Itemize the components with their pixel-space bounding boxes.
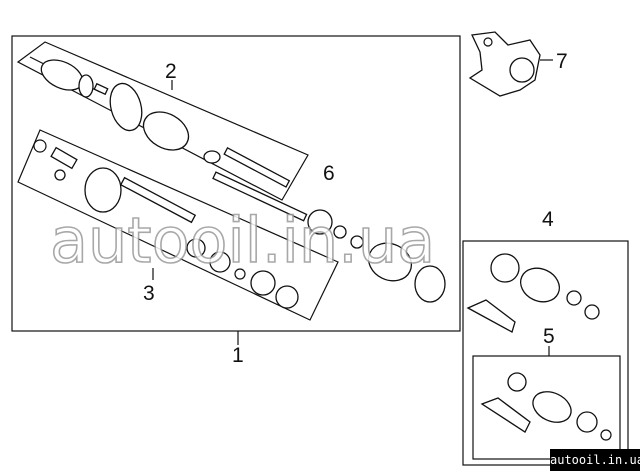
- outer-boot: [142, 111, 190, 151]
- boot-clamp: [109, 82, 143, 132]
- outer-cv-joint: [29, 56, 109, 98]
- kit-5-frame: [472, 355, 621, 460]
- callout-2: 2: [165, 60, 177, 83]
- callout-6: 6: [323, 162, 335, 185]
- main-assembly-frame: [11, 35, 461, 332]
- callout-5: 5: [543, 325, 555, 348]
- grease-tube: [466, 299, 516, 333]
- callout-3: 3: [143, 282, 155, 305]
- axle-shaft: [223, 147, 291, 188]
- kit-4-frame: [462, 240, 629, 466]
- inner-boot: [368, 242, 412, 282]
- inner-housing: [84, 167, 122, 213]
- bearing-bracket: [468, 31, 541, 97]
- seal-6: [307, 209, 333, 235]
- callout-1: 1: [232, 344, 244, 367]
- snap-ring: [33, 139, 47, 153]
- callout-4: 4: [542, 208, 554, 231]
- callout-7: 7: [556, 50, 568, 73]
- tripod-joint: [50, 146, 78, 181]
- sub-assembly-3-frame: [17, 129, 339, 321]
- watermark: autooil.in.ua: [50, 204, 435, 277]
- sub-assembly-2-frame: [16, 41, 309, 201]
- site-badge: autooil.in.ua: [550, 449, 640, 471]
